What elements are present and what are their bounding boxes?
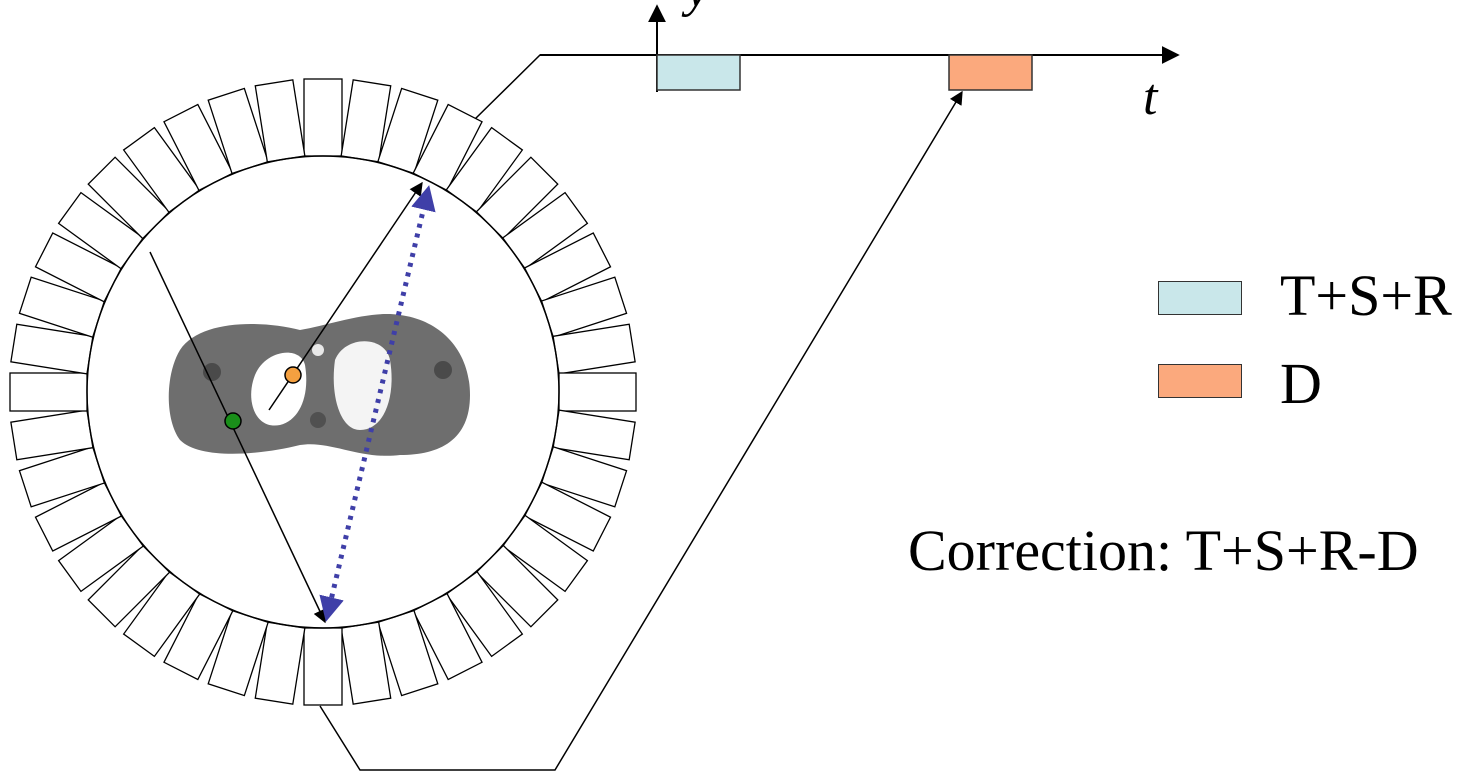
legend-swatch-tsr [1158,281,1242,315]
detector-ring [9,78,637,706]
ring-inner-circle [86,155,560,629]
dotted-double-arrow [319,185,436,622]
delayed-window [948,54,1033,91]
connector-top [473,54,560,121]
correction-text: Correction: T+S+R-D [908,518,1419,583]
detector-block [9,372,88,412]
detector-block [303,627,343,706]
legend-swatch-d [1158,364,1242,398]
legend-label-tsr: T+S+R [1280,263,1452,328]
detector-block [558,372,637,412]
connector-bottom [319,90,963,771]
tsr-window [656,54,741,91]
t-axis-label: t [1143,69,1158,126]
lor-green [149,251,326,624]
event-dot-orange [284,366,302,384]
y-axis-label: y [686,0,709,19]
event-dot-green [224,412,242,430]
detector-block [303,78,343,157]
legend-label-d: D [1280,351,1322,416]
